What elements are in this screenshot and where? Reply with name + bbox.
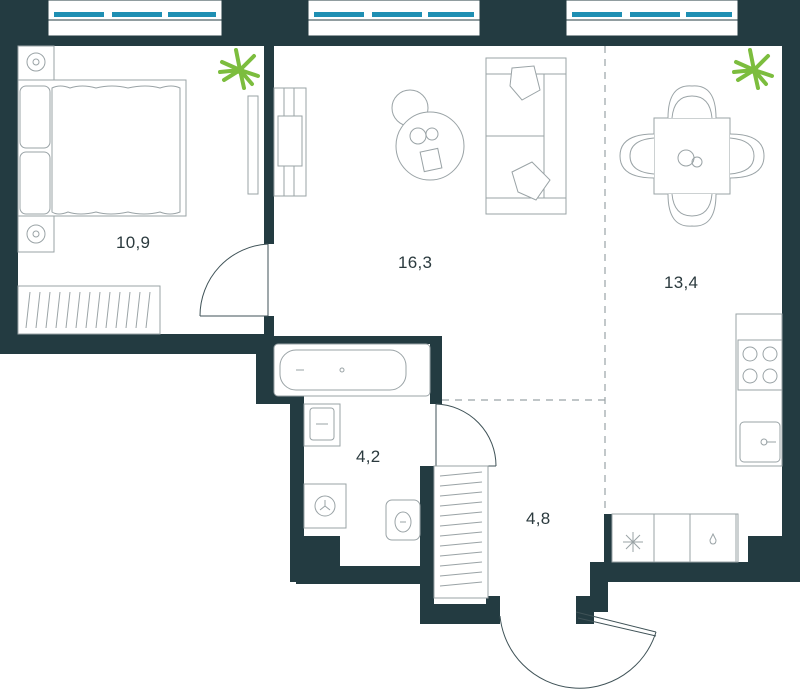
freezer-icon: [623, 532, 643, 552]
coffee-tables: [391, 89, 465, 181]
walls: [0, 0, 800, 624]
living-room-area-label: 16,3: [398, 253, 432, 272]
bathroom-area-label: 4,2: [356, 447, 381, 466]
bed: [17, 79, 187, 217]
kitchen-counter: [735, 313, 783, 467]
bathroom-door: [435, 403, 497, 467]
bedroom-tv: [247, 95, 259, 195]
dining-table: [653, 117, 731, 195]
tv-stand: [273, 87, 307, 197]
window-kitchen: [565, 0, 739, 37]
plant-kitchen-icon: [732, 48, 774, 90]
window-living: [307, 0, 481, 37]
kitchen-area-label: 13,4: [664, 273, 698, 292]
wardrobe-hallway: [433, 465, 489, 599]
area-labels: 10,9 16,3 13,4 4,2 4,8: [116, 233, 698, 528]
plant-bedroom-icon: [218, 48, 260, 90]
washbasin: [303, 403, 341, 447]
dining-chairs: [619, 85, 765, 227]
sofa: [485, 57, 567, 215]
bathtub: [273, 343, 431, 397]
nightstand-bottom: [17, 215, 55, 253]
window-bedroom: [47, 0, 223, 37]
washing-machine: [303, 483, 347, 529]
hallway-area-label: 4,8: [526, 509, 551, 528]
entrance-door: [499, 611, 657, 689]
bedroom-area-label: 10,9: [116, 233, 150, 252]
doors: [199, 243, 657, 689]
zone-dividers: [442, 46, 606, 514]
nightstand-top: [17, 45, 55, 81]
kitchen-bottom-units: [611, 513, 739, 563]
wardrobe-bedroom: [17, 285, 161, 335]
bedroom-door: [199, 243, 269, 317]
windows: [47, 0, 739, 37]
toilet: [385, 499, 421, 541]
